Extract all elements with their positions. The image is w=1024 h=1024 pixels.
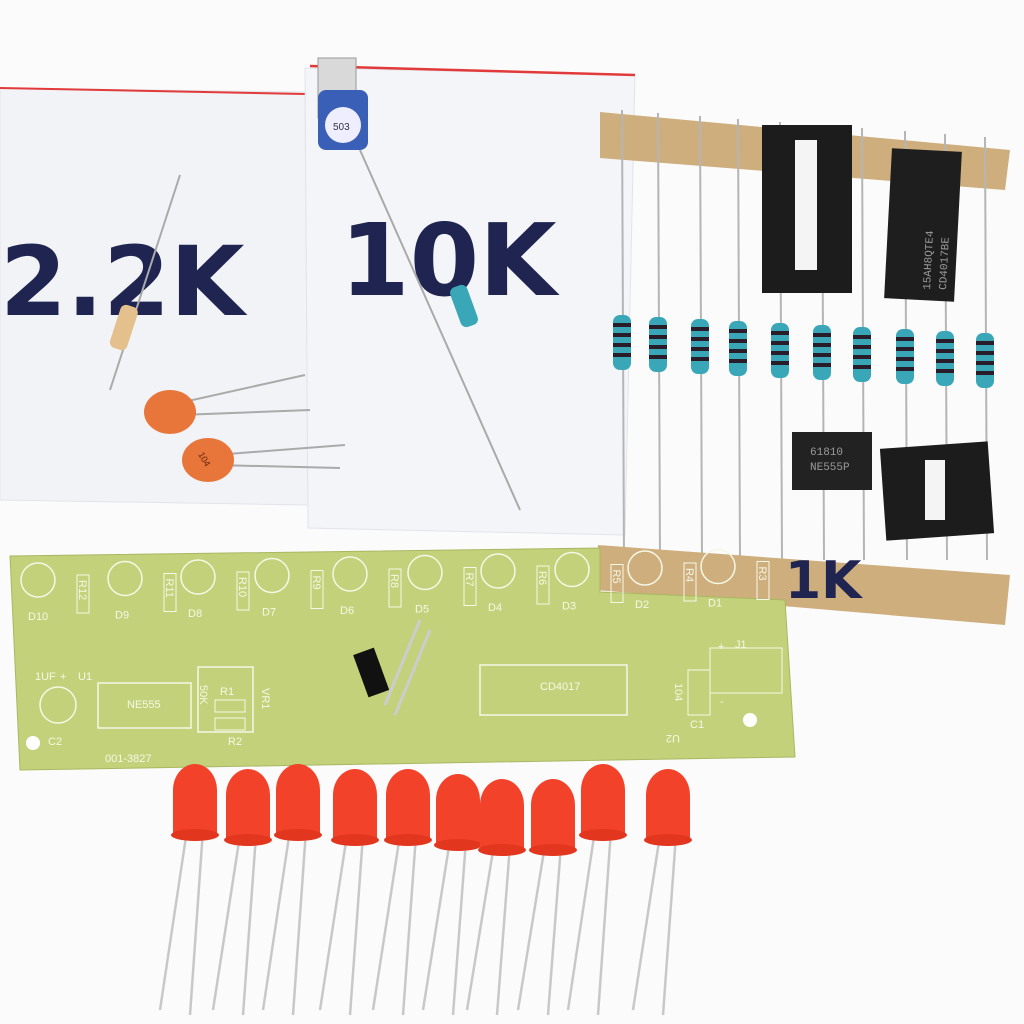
resistor-2-2k — [109, 174, 181, 391]
resistor-footprint — [610, 564, 624, 603]
silk-part-code: 001-3827 — [105, 753, 152, 765]
red-led — [371, 769, 432, 1016]
silk-resistor-label: R6 — [536, 571, 548, 585]
red-led — [566, 764, 627, 1016]
silk-ne555: NE555 — [127, 699, 161, 711]
red-led — [421, 774, 482, 1016]
silk-resistor-label: R9 — [310, 576, 322, 590]
silk-resistor-label: R7 — [463, 573, 475, 587]
silk-led-label: D1 — [708, 598, 722, 610]
trimmer-potentiometer: 503 — [317, 57, 521, 511]
silk-led-label: D8 — [188, 608, 202, 620]
silk-led-label: D9 — [115, 610, 129, 622]
silk-u1: U1 — [78, 671, 92, 683]
silk-resistor-label: R10 — [236, 577, 248, 597]
ne555-marking-1: 61810 — [810, 447, 843, 459]
led-footprint — [107, 560, 143, 597]
red-led — [516, 779, 577, 1016]
silk-led-label: D7 — [262, 607, 276, 619]
red-led — [261, 764, 322, 1016]
led-group — [158, 764, 692, 1016]
silk-led-label: D2 — [635, 599, 649, 611]
red-led — [211, 769, 272, 1016]
led-footprint — [554, 551, 590, 588]
cd4017-marking-1: 15AH8QTE4 — [922, 230, 937, 290]
silk-resistor-label: R5 — [610, 570, 622, 584]
resistor — [649, 112, 667, 561]
silk-cd4017: CD4017 — [540, 681, 580, 693]
label-1k: 1K — [785, 551, 863, 611]
red-led — [465, 779, 526, 1016]
led-footprint — [20, 562, 56, 598]
ic-socket-16pin — [762, 125, 852, 293]
led-footprint — [627, 550, 663, 586]
silk-plus: + — [60, 671, 66, 683]
led-footprint — [407, 554, 443, 591]
label-10k: 10K — [340, 202, 560, 319]
resistor-footprint — [163, 573, 177, 612]
silk-50k: 50K — [197, 685, 209, 705]
silk-led-label: D6 — [340, 605, 354, 617]
resistor-footprint — [463, 567, 477, 606]
silk-104: 104 — [672, 683, 684, 701]
silk-led-label: D10 — [28, 611, 48, 623]
resistor-footprint — [76, 574, 90, 614]
resistor — [729, 118, 747, 561]
silk-vr1: VR1 — [259, 688, 271, 709]
silk-resistor-label: R3 — [756, 567, 768, 581]
silk-r2: R2 — [228, 736, 242, 748]
resistor-footprint — [756, 561, 770, 600]
ne555-chip: 61810 NE555P — [792, 432, 872, 490]
resistor — [613, 109, 631, 561]
silk-led-label: D3 — [562, 601, 576, 613]
resistor-footprint — [388, 568, 402, 608]
ceramic-capacitors: 104 — [144, 374, 346, 482]
led-footprint — [332, 556, 368, 592]
silk-j1-plus: + — [718, 641, 724, 653]
resistor — [691, 115, 709, 561]
resistor-footprint — [236, 571, 250, 611]
cd4017-marking-2: CD4017BE — [938, 236, 953, 290]
ic-socket-8pin — [879, 441, 995, 541]
silk-j1-minus: - — [720, 696, 724, 708]
silk-c2: C2 — [48, 736, 62, 748]
led-footprint — [700, 548, 736, 585]
led-footprint — [180, 559, 216, 595]
red-led — [158, 764, 219, 1016]
resistor-footprint — [310, 570, 324, 609]
silk-1uf: 1UF — [35, 671, 56, 683]
silk-c1: C1 — [690, 719, 704, 731]
cd4017-chip: 15AH8QTE4 CD4017BE — [884, 148, 962, 302]
bottom-tape — [596, 545, 1010, 625]
silk-led-label: D5 — [415, 604, 429, 616]
red-led — [631, 769, 692, 1016]
led-footprint — [254, 557, 290, 594]
pin-header — [353, 619, 432, 716]
red-led — [318, 769, 379, 1016]
silk-r1: R1 — [220, 686, 234, 698]
resistor-footprint — [536, 565, 550, 605]
silk-u2: U2 — [666, 732, 680, 744]
resistor — [853, 127, 871, 561]
silk-resistor-label: R11 — [163, 579, 175, 598]
led-footprint — [480, 553, 516, 589]
resistor-footprint — [683, 562, 697, 602]
silk-j1: J1 — [735, 639, 747, 651]
silk-resistor-label: R4 — [683, 568, 695, 582]
silk-resistor-label: R12 — [76, 580, 88, 600]
silk-resistor-label: R8 — [388, 574, 400, 588]
ne555-marking-2: NE555P — [810, 462, 850, 474]
silk-led-label: D4 — [488, 602, 502, 614]
trimmer-marking: 503 — [333, 122, 350, 133]
